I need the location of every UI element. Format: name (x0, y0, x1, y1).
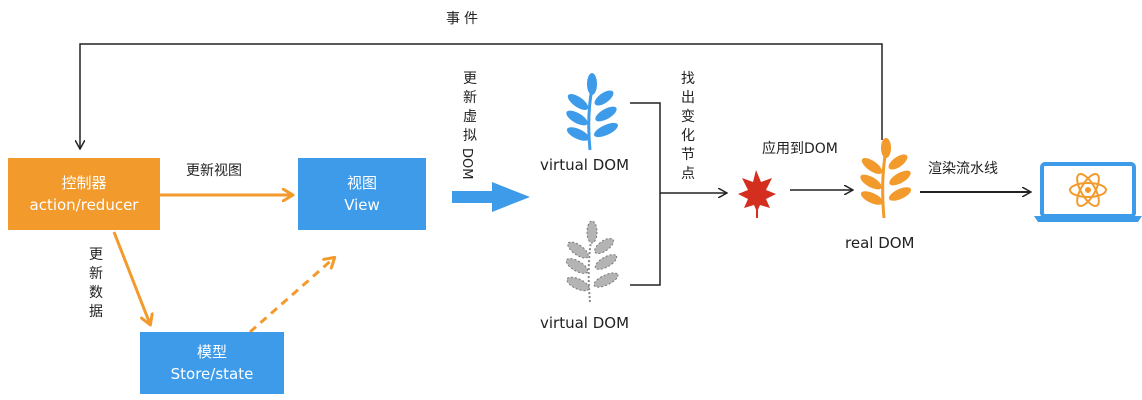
view-box: 视图 View (298, 158, 426, 230)
update-data-label: 更 新 数 据 (88, 246, 104, 322)
update-data-arrow (112, 231, 150, 324)
find-changes-char: 出 (681, 90, 695, 106)
gray-plant-icon (565, 220, 619, 303)
controller-title: 控制器 (61, 173, 107, 192)
update-vdom-char: 拟 (463, 128, 477, 144)
view-subtitle: View (344, 196, 380, 214)
model-title: 模型 (196, 342, 227, 361)
update-vdom-char: 新 (463, 90, 477, 106)
find-changes-char: 找 (681, 71, 695, 87)
event-loop-arrow (80, 43, 883, 148)
update-data-char: 新 (89, 266, 103, 282)
blue-plant-icon (566, 73, 618, 151)
vdom-top-label: virtual DOM (540, 156, 630, 174)
event-label: 事件 (446, 11, 482, 27)
controller-box: 控制器 action/reducer (8, 158, 160, 230)
update-vdom-char: 虚 (463, 109, 477, 125)
update-vdom-dom-text: DOM (459, 148, 474, 180)
controller-subtitle: action/reducer (29, 196, 139, 214)
update-vdom-char: 更 (463, 71, 477, 87)
model-subtitle: Store/state (170, 365, 254, 383)
model-to-view-dashed-arrow (249, 258, 334, 334)
vdom-bottom-label: virtual DOM (540, 314, 630, 332)
update-data-char: 据 (89, 304, 103, 320)
update-view-label: 更新视图 (186, 163, 242, 179)
laptop-react-icon (1034, 162, 1142, 222)
real-dom-label: real DOM (845, 234, 915, 252)
orange-plant-icon (860, 138, 912, 219)
update-vdom-label: 更 新 虚 拟 DOM (459, 70, 478, 179)
find-changes-char: 节 (681, 147, 695, 163)
find-changes-char: 点 (681, 166, 695, 182)
find-changes-char: 化 (681, 128, 695, 144)
render-pipeline-label: 渲染流水线 (928, 161, 998, 177)
update-data-char: 更 (89, 247, 103, 263)
find-changes-label: 找 出 变 化 节 点 (680, 70, 696, 184)
update-data-char: 数 (89, 285, 103, 301)
red-leaf-icon (738, 170, 776, 218)
model-box: 模型 Store/state (140, 332, 284, 394)
update-vdom-arrow (452, 182, 530, 212)
view-title: 视图 (346, 173, 377, 192)
diff-bracket (630, 102, 661, 286)
apply-dom-label: 应用到DOM (762, 141, 838, 157)
find-changes-char: 变 (681, 109, 695, 125)
